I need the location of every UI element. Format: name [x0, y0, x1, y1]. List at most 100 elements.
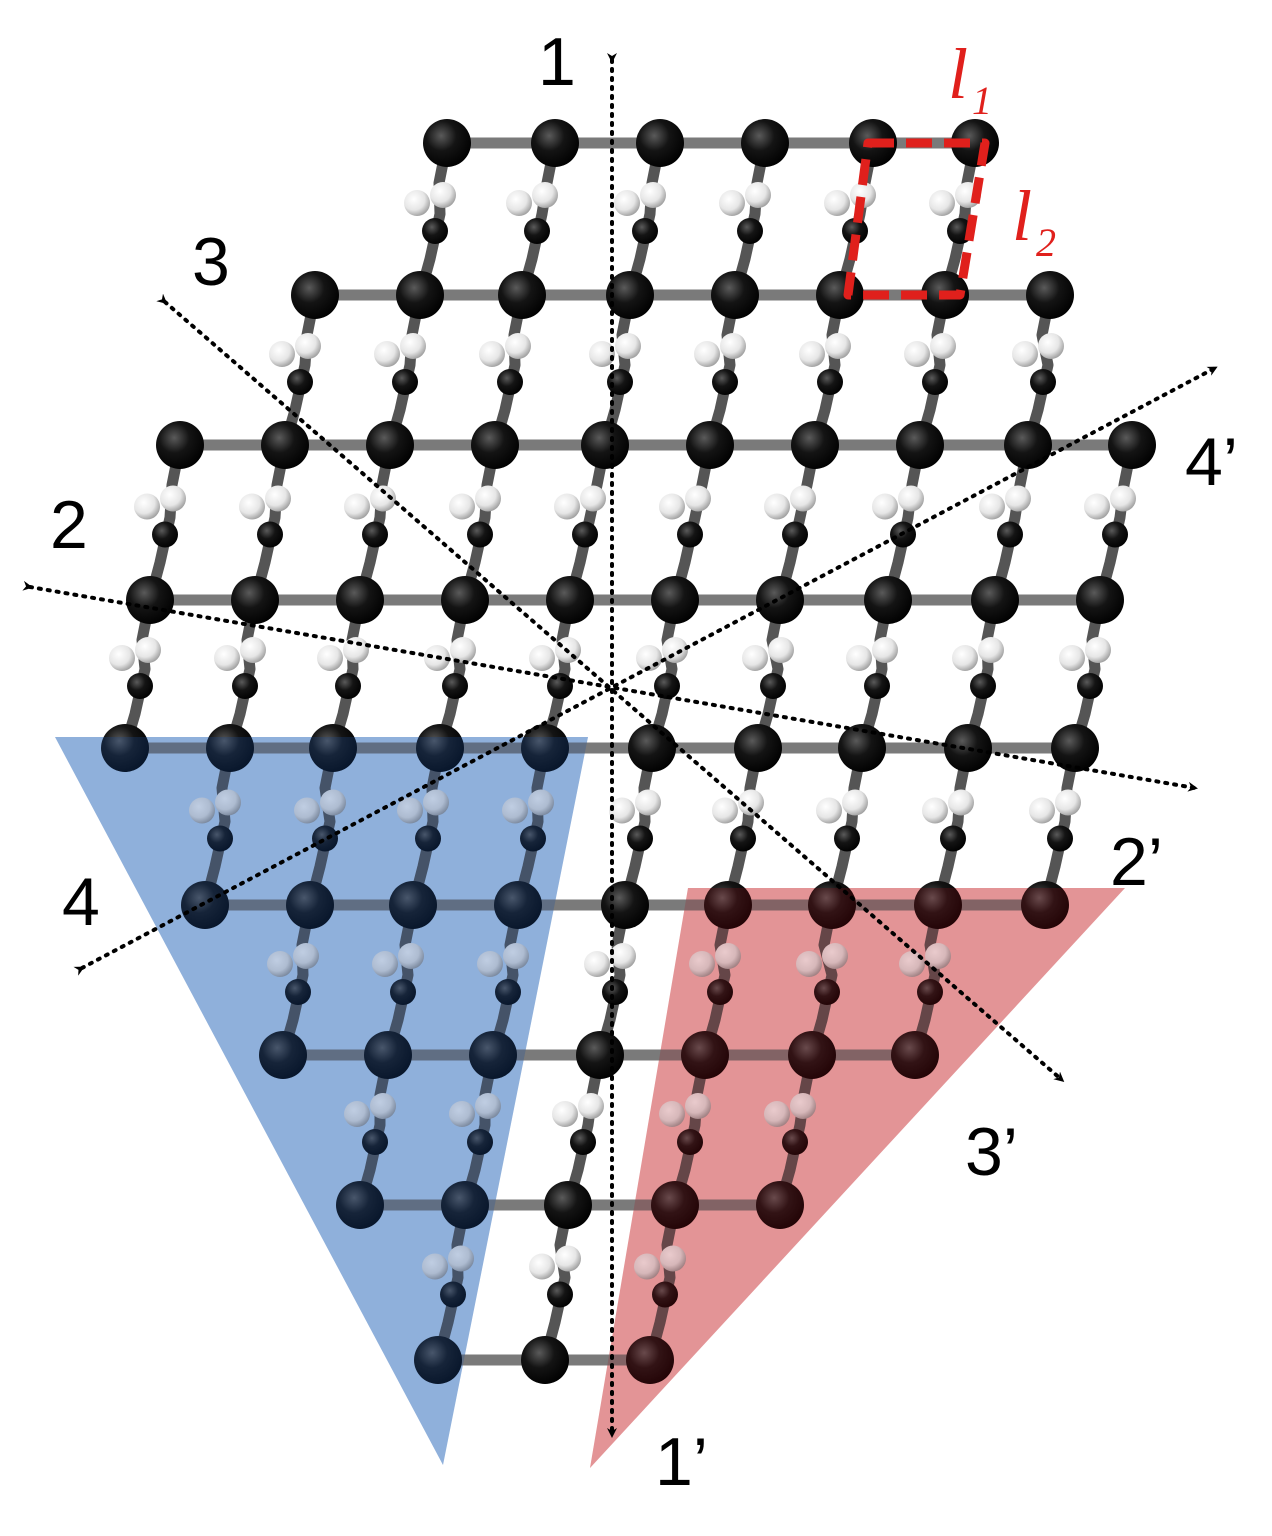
methylene-carbon — [362, 1129, 388, 1155]
hydrogen-atom — [742, 645, 768, 671]
axis-4-line — [73, 366, 1218, 976]
methylene-carbon — [730, 825, 756, 852]
hydrogen-atom — [370, 1093, 396, 1119]
vertical-bond — [539, 1203, 574, 1362]
axis-3p-label: 3’ — [965, 1114, 1018, 1190]
carbon-atom — [366, 421, 414, 469]
hydrogen-atom — [134, 493, 160, 520]
carbon-atom — [261, 421, 309, 469]
hydrogen-atom — [135, 637, 161, 663]
methylene-carbon — [335, 673, 361, 699]
hydrogen-atom — [768, 637, 794, 663]
hydrogen-atom — [634, 1253, 660, 1280]
methylene-carbon — [362, 521, 388, 548]
hydrogen-atom — [615, 333, 641, 359]
methylene-carbon — [1047, 825, 1073, 852]
hydrogen-atom — [450, 637, 476, 663]
hydrogen-atom — [930, 333, 956, 359]
methylene-carbon — [782, 521, 808, 548]
axes — [22, 53, 1218, 1438]
vertical-bond — [432, 1203, 471, 1362]
hydrogen-atom — [584, 951, 610, 977]
hydrogen-atom — [614, 190, 640, 216]
hydrogen-atom — [554, 493, 580, 520]
hydrogen-atom — [374, 341, 400, 367]
carbon-atom — [896, 421, 944, 469]
methylene-carbon — [127, 673, 153, 699]
axis-1-label: 1 — [538, 24, 576, 100]
methylene-carbon — [467, 521, 493, 548]
unit-cell — [843, 138, 990, 300]
methylene-carbon — [1030, 369, 1056, 395]
hydrogen-atom — [685, 1093, 711, 1119]
vertical-bond — [644, 1203, 681, 1362]
hydrogen-atom — [430, 182, 456, 208]
carbon-atom — [156, 421, 204, 469]
hydrogen-atom — [719, 190, 745, 216]
hydrogen-atom — [552, 1101, 578, 1127]
carbon-atom — [626, 1336, 674, 1384]
carbon-atom — [581, 421, 629, 469]
carbon-atom — [531, 119, 579, 167]
vertical-bond — [939, 141, 981, 297]
hydrogen-atom — [922, 797, 948, 824]
hydrogen-atom — [529, 1253, 555, 1280]
hydrogen-atom — [1012, 341, 1038, 367]
methylene-carbon — [970, 673, 996, 699]
hydrogen-atom — [529, 645, 555, 671]
carbon-atom — [1004, 421, 1052, 469]
methylene-carbon — [602, 979, 628, 1005]
hydrogen-atom — [610, 943, 636, 969]
methylene-carbon — [257, 521, 283, 548]
hydrogen-atom — [1084, 493, 1110, 520]
hydrogen-atom — [555, 1245, 581, 1272]
hydrogen-atom — [240, 637, 266, 663]
carbon-atom — [734, 724, 782, 772]
carbon-atom — [741, 119, 789, 167]
methylene-carbon — [760, 673, 786, 699]
hydrogen-atom — [160, 485, 186, 512]
carbon-atom — [1026, 271, 1074, 319]
vertical-bond — [516, 141, 561, 297]
hydrogen-atom — [635, 789, 661, 816]
methylene-carbon — [922, 369, 948, 395]
hydrogen-atom — [269, 341, 295, 367]
methylene-carbon — [572, 521, 598, 548]
hydrogen-atom — [764, 1101, 790, 1127]
hydrogen-atom — [265, 485, 291, 512]
hydrogen-atom — [317, 645, 343, 671]
axis-3-label: 3 — [192, 224, 230, 300]
carbon-atom — [498, 271, 546, 319]
methylene-carbon — [1077, 673, 1103, 699]
hydrogen-atom — [532, 182, 558, 208]
hydrogen-atom — [1038, 333, 1064, 359]
carbon-atom — [756, 576, 804, 624]
methylene-carbon — [997, 521, 1023, 548]
carbon-atom — [816, 271, 864, 319]
methylene-carbon — [940, 825, 966, 852]
hydrogen-atom — [475, 1093, 501, 1119]
hydrogen-atom — [1029, 797, 1055, 824]
hydrogen-atom — [799, 341, 825, 367]
hydrogen-atom — [1110, 485, 1136, 512]
methylene-carbon — [547, 1281, 573, 1308]
carbon-atom — [628, 724, 676, 772]
methylene-carbon — [834, 825, 860, 852]
carbon-atom — [471, 421, 519, 469]
carbon-atom — [231, 576, 279, 624]
hydrogen-atom — [449, 1101, 475, 1127]
methylene-carbon — [392, 369, 418, 395]
methylene-carbon — [232, 673, 258, 699]
hydrogen-atom — [872, 637, 898, 663]
hydrogen-atom — [1085, 637, 1111, 663]
hydrogen-atom — [824, 190, 850, 216]
carbon-atom — [291, 271, 339, 319]
hydrogen-atom — [578, 1093, 604, 1119]
hydrogen-atom — [979, 493, 1005, 520]
vertical-bond — [729, 141, 771, 297]
hydrogen-atom — [448, 1245, 474, 1272]
carbon-atom — [441, 1181, 489, 1229]
axis-1p-label: 1’ — [655, 1424, 708, 1500]
hydrogen-atom — [659, 493, 685, 520]
hydrogen-atom — [344, 493, 370, 520]
